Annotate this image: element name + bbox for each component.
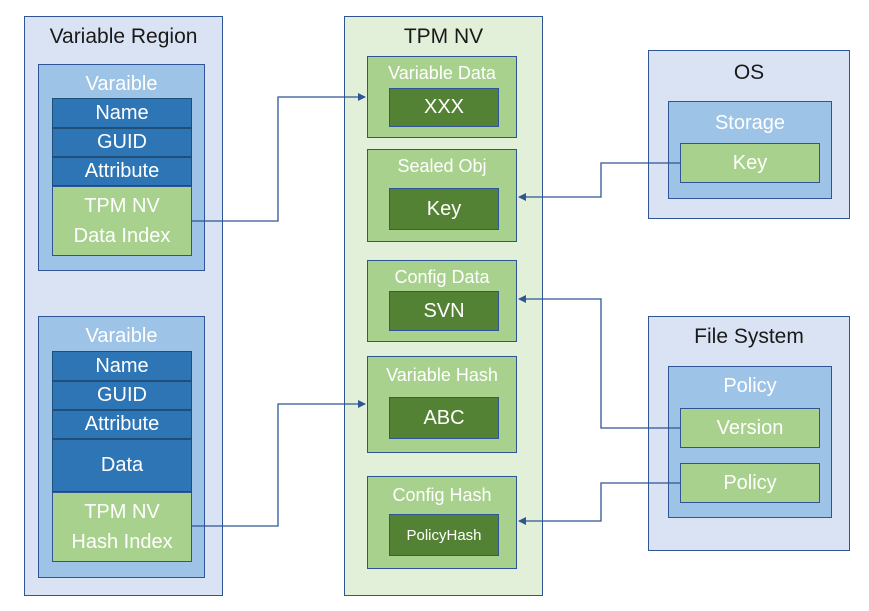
variable-1-name-field: Name	[52, 98, 192, 128]
variable-1-attribute-field: Attribute	[52, 157, 192, 186]
tpm-entry-variable-hash-value: ABC	[389, 397, 499, 439]
variable-2-title: Varaible	[85, 325, 158, 347]
os-storage-key: Key	[680, 143, 820, 183]
variable-2-index-line1: TPM NV	[84, 501, 160, 523]
tpm-entry-config-data-value: SVN	[389, 291, 499, 331]
variable-1-index-line1: TPM NV	[84, 195, 160, 217]
variable-2-attribute-field: Attribute	[52, 410, 192, 439]
variable-2-guid-field: GUID	[52, 381, 192, 410]
tpm-entry-variable-data-label: Variable Data	[388, 63, 496, 83]
tpm-entry-config-hash-value: PolicyHash	[389, 514, 499, 556]
os-title: OS	[733, 61, 765, 84]
os-storage-title: Storage	[714, 112, 786, 134]
tpm-entry-sealed-obj-value: Key	[389, 188, 499, 230]
tpm-entry-variable-data-value: XXX	[389, 88, 499, 127]
variable-1-guid-field: GUID	[52, 128, 192, 157]
file-system-version: Version	[680, 408, 820, 448]
variable-2-tpm-nv-hash-index: TPM NV Hash Index	[52, 492, 192, 562]
tpm-entry-sealed-obj-label: Sealed Obj	[397, 156, 487, 176]
variable-2-index-line2: Hash Index	[71, 531, 173, 553]
variable-1-index-line2: Data Index	[73, 225, 171, 247]
variable-1-title: Varaible	[85, 73, 158, 95]
tpm-entry-config-hash-label: Config Hash	[392, 485, 492, 505]
file-system-policy-entry: Policy	[680, 463, 820, 503]
variable-1-tpm-nv-data-index: TPM NV Data Index	[52, 186, 192, 256]
tpm-entry-config-data-label: Config Data	[394, 267, 490, 287]
variable-region-title: Variable Region	[49, 25, 198, 48]
variable-2-name-field: Name	[52, 351, 192, 381]
tpm-entry-variable-hash-label: Variable Hash	[386, 365, 498, 385]
variable-2-data-field: Data	[52, 439, 192, 492]
file-system-policy-title: Policy	[723, 375, 777, 397]
file-system-title: File System	[694, 325, 804, 348]
tpm-nv-title: TPM NV	[403, 25, 484, 48]
